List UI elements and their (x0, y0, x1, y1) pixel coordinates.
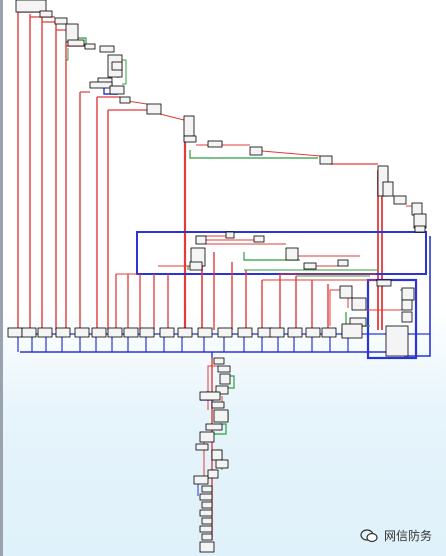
basic-block-node-16[interactable] (183, 135, 197, 143)
basic-block-node-49[interactable] (139, 327, 155, 338)
basic-block-node-3[interactable] (54, 17, 68, 25)
edge-21 (120, 59, 127, 85)
basic-block-node-57[interactable] (287, 327, 303, 338)
basic-block-node-7[interactable] (99, 45, 115, 53)
basic-block-node-62[interactable] (385, 325, 409, 357)
basic-block-node-83[interactable] (201, 533, 213, 541)
basic-block-node-51[interactable] (177, 327, 193, 338)
basic-block-node-65[interactable] (219, 373, 231, 385)
basic-block-node-69[interactable] (213, 409, 229, 423)
basic-block-node-12[interactable] (109, 85, 125, 95)
basic-block-node-38[interactable] (401, 299, 413, 311)
basic-block-node-75[interactable] (207, 469, 219, 479)
basic-block-node-78[interactable] (199, 493, 213, 501)
basic-block-node-46[interactable] (91, 327, 107, 338)
basic-block-node-21[interactable] (382, 181, 394, 197)
basic-block-node-67[interactable] (199, 391, 221, 401)
basic-block-node-41[interactable] (7, 327, 23, 338)
basic-block-node-35[interactable] (339, 285, 353, 299)
basic-block-node-64[interactable] (217, 365, 231, 373)
basic-block-node-36[interactable] (351, 297, 367, 311)
basic-block-node-18[interactable] (249, 146, 263, 156)
basic-block-node-72[interactable] (195, 443, 209, 451)
basic-block-node-17[interactable] (207, 140, 223, 148)
edge-57 (329, 289, 340, 326)
basic-block-node-28[interactable] (253, 235, 265, 243)
wechat-icon (360, 528, 378, 542)
basic-block-node-81[interactable] (201, 517, 213, 525)
basic-block-node-61[interactable] (341, 323, 363, 339)
basic-block-node-79[interactable] (201, 501, 213, 509)
basic-block-node-63[interactable] (213, 357, 225, 365)
basic-block-node-14[interactable] (146, 103, 162, 115)
edge-18 (159, 113, 185, 121)
basic-block-node-13[interactable] (119, 96, 131, 104)
basic-block-node-80[interactable] (199, 509, 213, 517)
basic-block-node-33[interactable] (337, 259, 349, 267)
basic-block-node-9[interactable] (111, 61, 123, 71)
watermark-text: 网信防务 (383, 529, 432, 543)
edge-25 (189, 150, 318, 159)
basic-block-node-6[interactable] (84, 43, 96, 50)
watermark: 网信防务 (360, 527, 432, 544)
edge-loop-36 (366, 278, 418, 360)
basic-block-node-32[interactable] (303, 262, 317, 270)
basic-block-node-39[interactable] (401, 311, 413, 323)
basic-block-node-15[interactable] (183, 115, 195, 137)
basic-block-node-77[interactable] (201, 485, 213, 493)
canvas-edge (0, 0, 3, 556)
basic-block-node-34[interactable] (376, 279, 392, 287)
basic-block-node-31[interactable] (285, 247, 299, 261)
basic-block-node-50[interactable] (159, 327, 175, 338)
basic-block-node-5[interactable] (67, 39, 85, 47)
basic-block-node-37[interactable] (401, 287, 415, 301)
basic-block-node-22[interactable] (393, 195, 407, 205)
basic-block-node-76[interactable] (193, 475, 209, 485)
basic-block-node-71[interactable] (199, 431, 215, 443)
basic-block-node-56[interactable] (269, 327, 285, 338)
basic-block-node-74[interactable] (215, 459, 229, 469)
basic-block-node-52[interactable] (197, 327, 213, 338)
basic-block-node-68[interactable] (211, 401, 225, 409)
basic-block-node-19[interactable] (319, 155, 333, 165)
basic-block-node-66[interactable] (215, 385, 229, 395)
basic-block-node-58[interactable] (305, 327, 321, 338)
basic-block-node-84[interactable] (199, 541, 215, 553)
basic-block-node-42[interactable] (21, 327, 37, 338)
basic-block-node-11[interactable] (89, 81, 113, 89)
basic-block-node-47[interactable] (107, 327, 123, 338)
basic-block-node-25[interactable] (414, 225, 426, 233)
basic-block-node-54[interactable] (237, 327, 253, 338)
basic-block-node-44[interactable] (55, 327, 71, 338)
basic-block-node-45[interactable] (74, 327, 90, 338)
basic-block-node-1[interactable] (15, 0, 47, 13)
edge-28 (261, 150, 321, 157)
basic-block-node-26[interactable] (195, 235, 207, 245)
basic-block-node-2[interactable] (39, 10, 53, 18)
basic-block-node-30[interactable] (189, 261, 203, 271)
basic-block-node-43[interactable] (37, 327, 53, 338)
basic-block-node-70[interactable] (205, 423, 223, 431)
basic-block-node-27[interactable] (225, 231, 235, 239)
basic-block-node-53[interactable] (217, 327, 233, 338)
basic-block-node-59[interactable] (321, 327, 337, 338)
basic-block-node-23[interactable] (411, 202, 423, 216)
basic-block-node-82[interactable] (199, 525, 213, 533)
basic-block-node-4[interactable] (65, 23, 79, 43)
edge-92 (404, 236, 431, 357)
edge-98 (214, 423, 227, 435)
basic-block-node-48[interactable] (123, 327, 139, 338)
edge-20 (66, 48, 69, 61)
basic-block-node-73[interactable] (211, 449, 223, 461)
edge-43 (243, 252, 300, 261)
